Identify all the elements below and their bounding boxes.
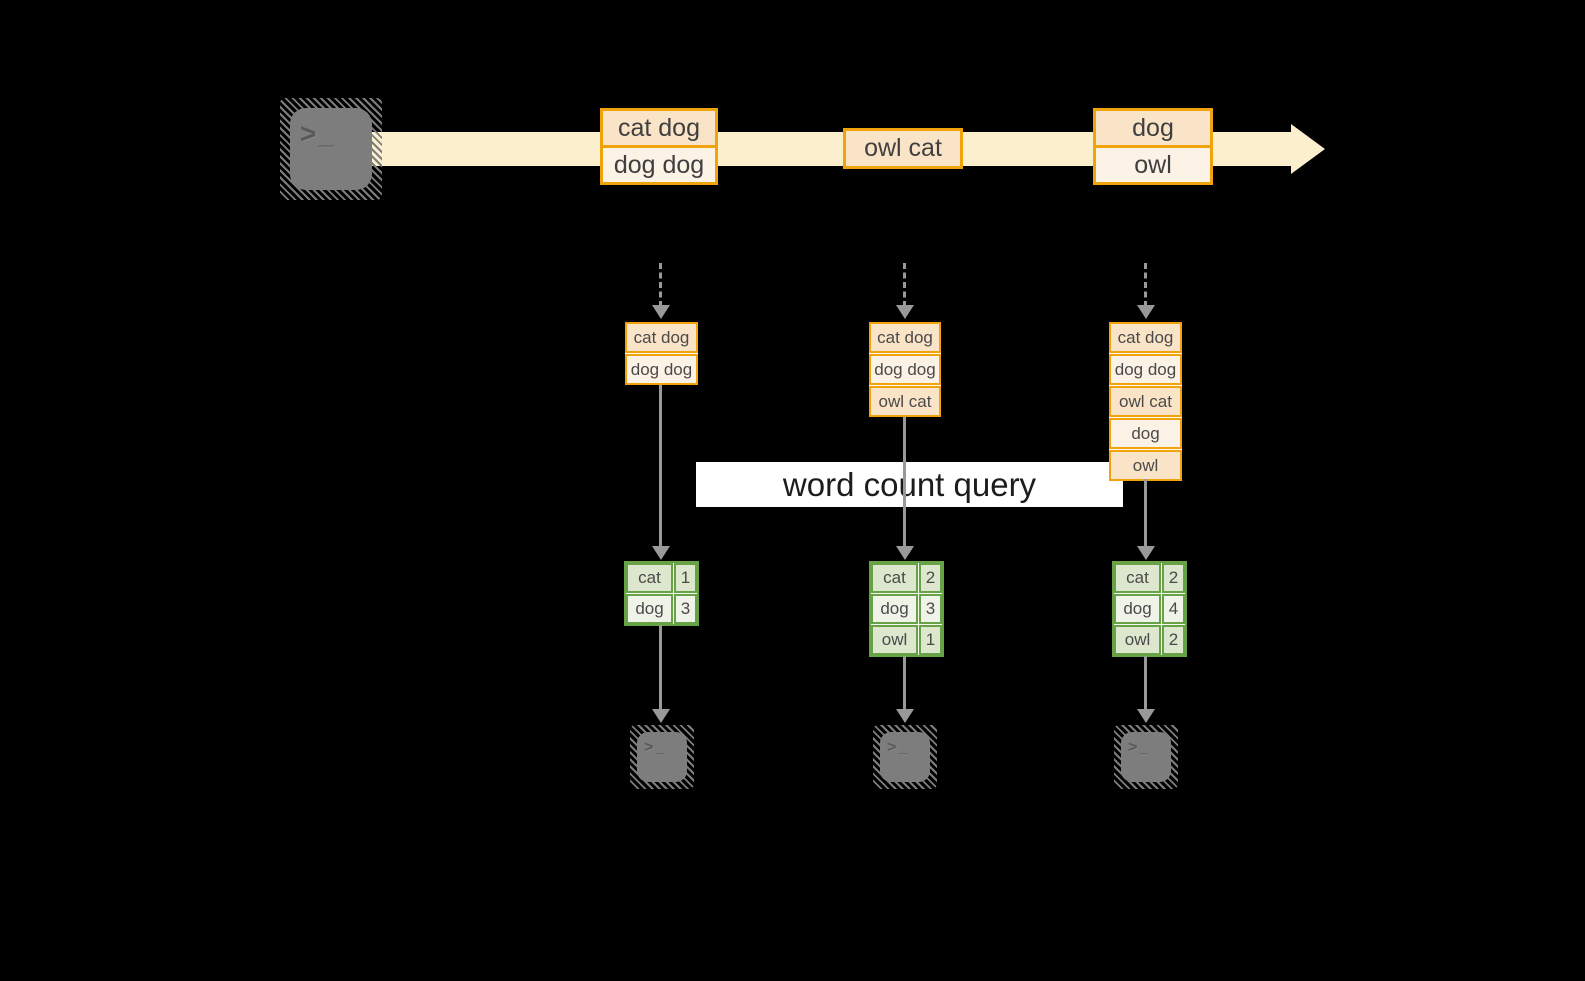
word-cell: cat: [626, 563, 673, 593]
buffered-event: cat dog: [1109, 322, 1182, 353]
down-arrow-line: [903, 417, 906, 547]
buffer-stack-2: cat dog dog dog owl cat: [869, 322, 941, 417]
down-arrowhead-icon: [896, 546, 914, 560]
terminal-icon: >_: [630, 725, 694, 789]
word-cell: cat: [1114, 563, 1161, 593]
dashed-down-arrowhead-icon: [652, 305, 670, 319]
word-cell: dog: [1114, 594, 1161, 624]
down-arrowhead-icon: [1137, 546, 1155, 560]
terminal-icon: >_: [873, 725, 937, 789]
terminal-icon: >_: [1114, 725, 1178, 789]
word-count-table-1: cat 1 dog 3: [624, 561, 699, 626]
dashed-down-arrow-line: [659, 263, 662, 307]
word-cell: owl: [1114, 625, 1161, 655]
terminal-body: >_: [1121, 732, 1171, 782]
terminal-icon: >_: [280, 98, 382, 200]
buffered-event: owl cat: [1109, 386, 1182, 417]
count-cell: 4: [1162, 594, 1185, 624]
dashed-down-arrow-line: [903, 263, 906, 307]
buffered-event: dog: [1109, 418, 1182, 449]
dashed-down-arrowhead-icon: [896, 305, 914, 319]
down-arrowhead-icon: [1137, 709, 1155, 723]
count-cell: 3: [674, 594, 697, 624]
count-cell: 1: [919, 625, 942, 655]
word-cell: dog: [626, 594, 673, 624]
stream-event-box-1: cat dog dog dog: [600, 108, 718, 185]
buffered-event: cat dog: [869, 322, 941, 353]
down-arrow-line: [1144, 656, 1147, 710]
dashed-down-arrow-line: [1144, 263, 1147, 307]
down-arrow-line: [659, 625, 662, 710]
down-arrow-line: [903, 656, 906, 710]
count-cell: 2: [919, 563, 942, 593]
stream-event-line: owl: [1093, 145, 1213, 185]
down-arrow-line: [659, 385, 662, 547]
down-arrowhead-icon: [896, 709, 914, 723]
count-cell: 3: [919, 594, 942, 624]
terminal-body: >_: [637, 732, 687, 782]
buffered-event: dog dog: [1109, 354, 1182, 385]
dashed-down-arrowhead-icon: [1137, 305, 1155, 319]
count-cell: 1: [674, 563, 697, 593]
buffer-stack-1: cat dog dog dog: [625, 322, 698, 385]
stream-event-box-2: owl cat: [843, 128, 963, 169]
stream-event-box-3: dog owl: [1093, 108, 1213, 185]
terminal-body: >_: [290, 108, 372, 190]
terminal-prompt-icon: >_: [887, 739, 910, 756]
buffered-event: dog dog: [625, 354, 698, 385]
buffered-event: cat dog: [625, 322, 698, 353]
stream-event-line: dog dog: [600, 145, 718, 185]
word-count-table-3: cat 2 dog 4 owl 2: [1112, 561, 1187, 657]
stream-event-line: dog: [1093, 108, 1213, 148]
terminal-prompt-icon: >_: [300, 118, 336, 149]
terminal-body: >_: [880, 732, 930, 782]
down-arrowhead-icon: [652, 546, 670, 560]
word-count-table-2: cat 2 dog 3 owl 1: [869, 561, 944, 657]
stream-event-line: cat dog: [600, 108, 718, 148]
stream-event-line: owl cat: [843, 128, 963, 169]
buffer-stack-3: cat dog dog dog owl cat dog owl: [1109, 322, 1182, 481]
count-cell: 2: [1162, 625, 1185, 655]
down-arrow-line: [1144, 479, 1147, 547]
word-cell: owl: [871, 625, 918, 655]
query-banner: word count query: [696, 462, 1123, 507]
terminal-prompt-icon: >_: [644, 739, 667, 756]
down-arrowhead-icon: [652, 709, 670, 723]
buffered-event: dog dog: [869, 354, 941, 385]
buffered-event: owl: [1109, 450, 1182, 481]
count-cell: 2: [1162, 563, 1185, 593]
buffered-event: owl cat: [869, 386, 941, 417]
terminal-prompt-icon: >_: [1128, 739, 1151, 756]
word-cell: cat: [871, 563, 918, 593]
stream-arrowhead-icon: [1291, 124, 1325, 174]
word-cell: dog: [871, 594, 918, 624]
